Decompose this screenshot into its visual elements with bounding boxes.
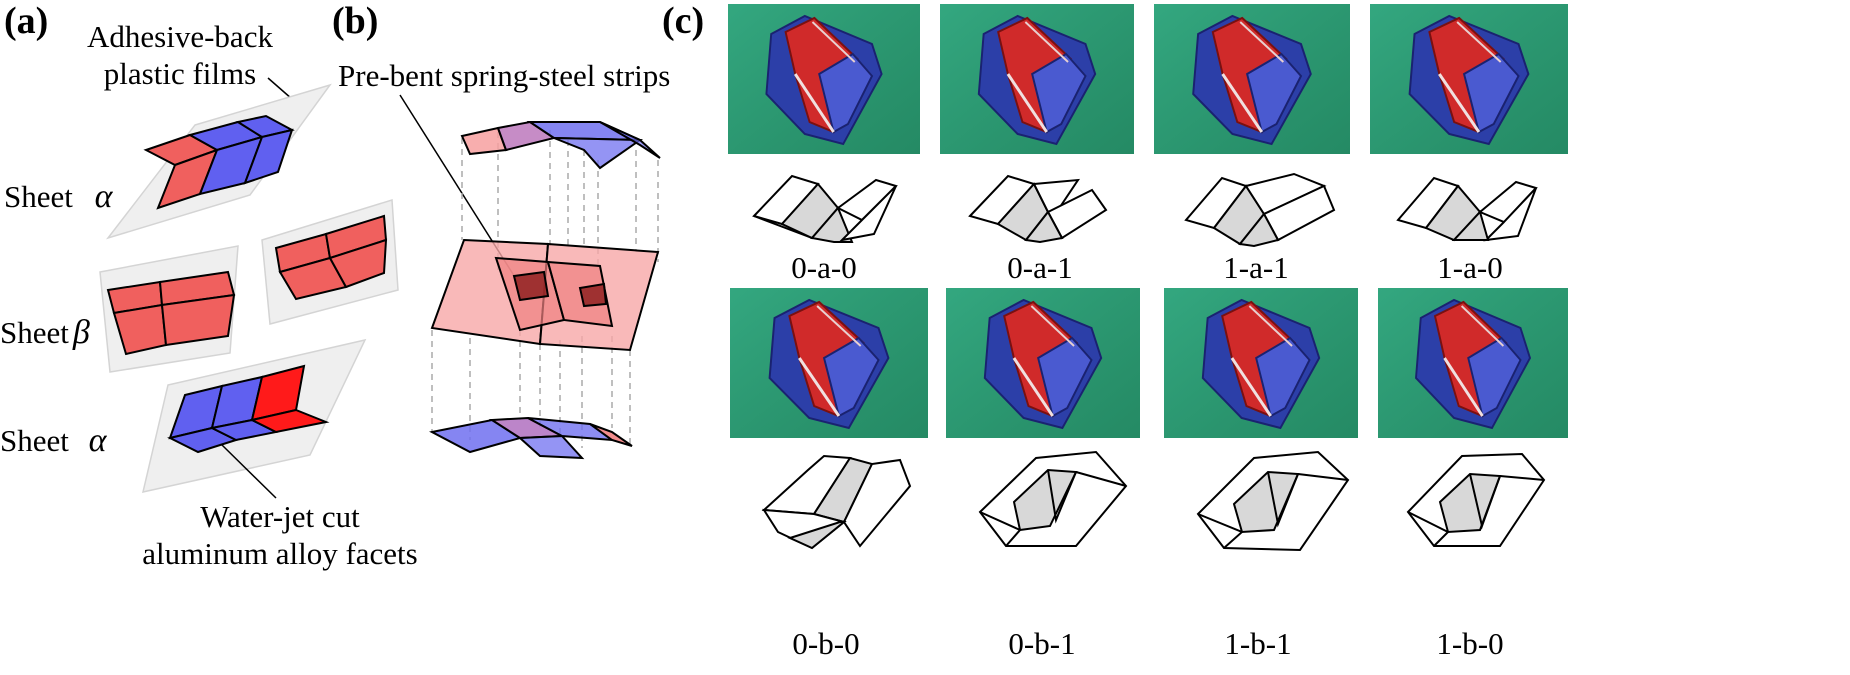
assembly-guide-lines: [431, 130, 659, 448]
sketch-0-b-1: [978, 450, 1128, 547]
sheet-alpha-top-label: Sheet α: [4, 180, 112, 214]
sketch-0-b-0: [761, 454, 912, 550]
facets-annotation-line1: Water-jet cut: [200, 499, 360, 534]
facets-annotation: Water-jet cut aluminum alloy facets: [130, 498, 430, 572]
facets-annotation-line2: aluminum alloy facets: [142, 536, 418, 572]
sheet-name: Sheet: [0, 423, 69, 458]
sheet-alpha-bottom-label: Sheet α: [0, 424, 106, 458]
sketch-0-a-0: [752, 174, 898, 243]
state-label: 1-b-1: [1224, 626, 1292, 661]
sketch-1-b-0: [1406, 452, 1546, 547]
sketch-1-a-1: [1184, 172, 1336, 248]
sheet-name: Sheet: [4, 179, 73, 214]
sketch-1-a-0: [1396, 176, 1538, 242]
state-label: 1-a-0: [1437, 250, 1503, 285]
sheet-name: Sheet: [0, 315, 69, 350]
state-label: 1-b-0: [1436, 626, 1504, 661]
panel-b-label: (b): [332, 0, 379, 42]
sheet-symbol: β: [72, 314, 90, 351]
sketch-1-b-1: [1196, 450, 1350, 552]
sheet-symbol: α: [88, 422, 107, 459]
facets-sheet-beta-right: [274, 214, 388, 301]
state-label: 0-b-0: [792, 626, 860, 661]
films-annotation: Adhesive-back plastic films: [70, 18, 290, 92]
exploded-top-sheet: [460, 120, 661, 170]
exploded-bottom-sheet: [429, 416, 633, 460]
state-label: 0-b-1: [1008, 626, 1076, 661]
state-label: 1-a-1: [1223, 250, 1289, 285]
facets-leader-line: [221, 444, 277, 499]
sketch-0-a-1: [968, 174, 1108, 244]
facets-sheet-beta-left: [106, 270, 236, 356]
panel-c-label: (c): [662, 0, 705, 42]
panel-b-drawing: [399, 94, 661, 460]
films-annotation-line2: plastic films: [103, 56, 257, 92]
exploded-middle-sheet: [430, 238, 660, 352]
films-annotation-line1: Adhesive-back: [87, 19, 273, 54]
state-label: 0-a-1: [1007, 250, 1073, 285]
panel-a-label: (a): [4, 0, 49, 42]
strips-annotation: Pre-bent spring-steel strips: [338, 58, 671, 93]
state-label: 0-a-0: [791, 250, 857, 285]
panel-c-sketches: [752, 172, 1546, 552]
facets-sheet-alpha-top: [143, 114, 295, 210]
facets-sheet-alpha-bottom: [167, 364, 330, 454]
sheet-symbol: α: [94, 178, 113, 215]
panel-a-drawing: [99, 77, 399, 499]
